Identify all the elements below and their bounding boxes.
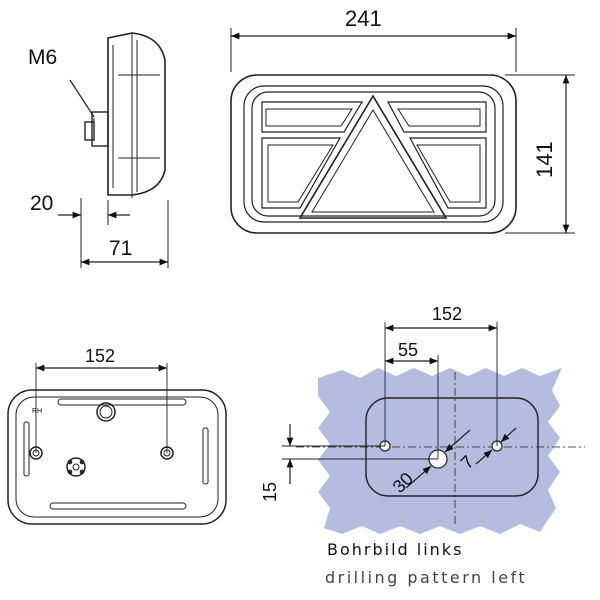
rear-view [7,363,227,525]
drill-offset-dimension: 55 [398,340,418,360]
width-dimension: 241 [345,6,382,31]
caption-german: Bohrbild links [327,540,464,559]
side-view [58,32,169,268]
height-dimension: 141 [532,141,557,178]
side-mark: RH [32,408,42,415]
drill-vertical-dimension: 15 [260,482,280,502]
depth-total-dimension: 71 [109,237,132,260]
depth-mount-dimension: 20 [30,192,53,215]
thread-label: M6 [28,46,57,69]
drill-hole-spacing-dimension: 152 [432,304,462,324]
rear-hole-spacing-dimension: 152 [85,346,115,366]
caption-english: drilling pattern left [325,568,528,587]
front-view [230,28,575,234]
drilling-pattern [282,322,585,525]
